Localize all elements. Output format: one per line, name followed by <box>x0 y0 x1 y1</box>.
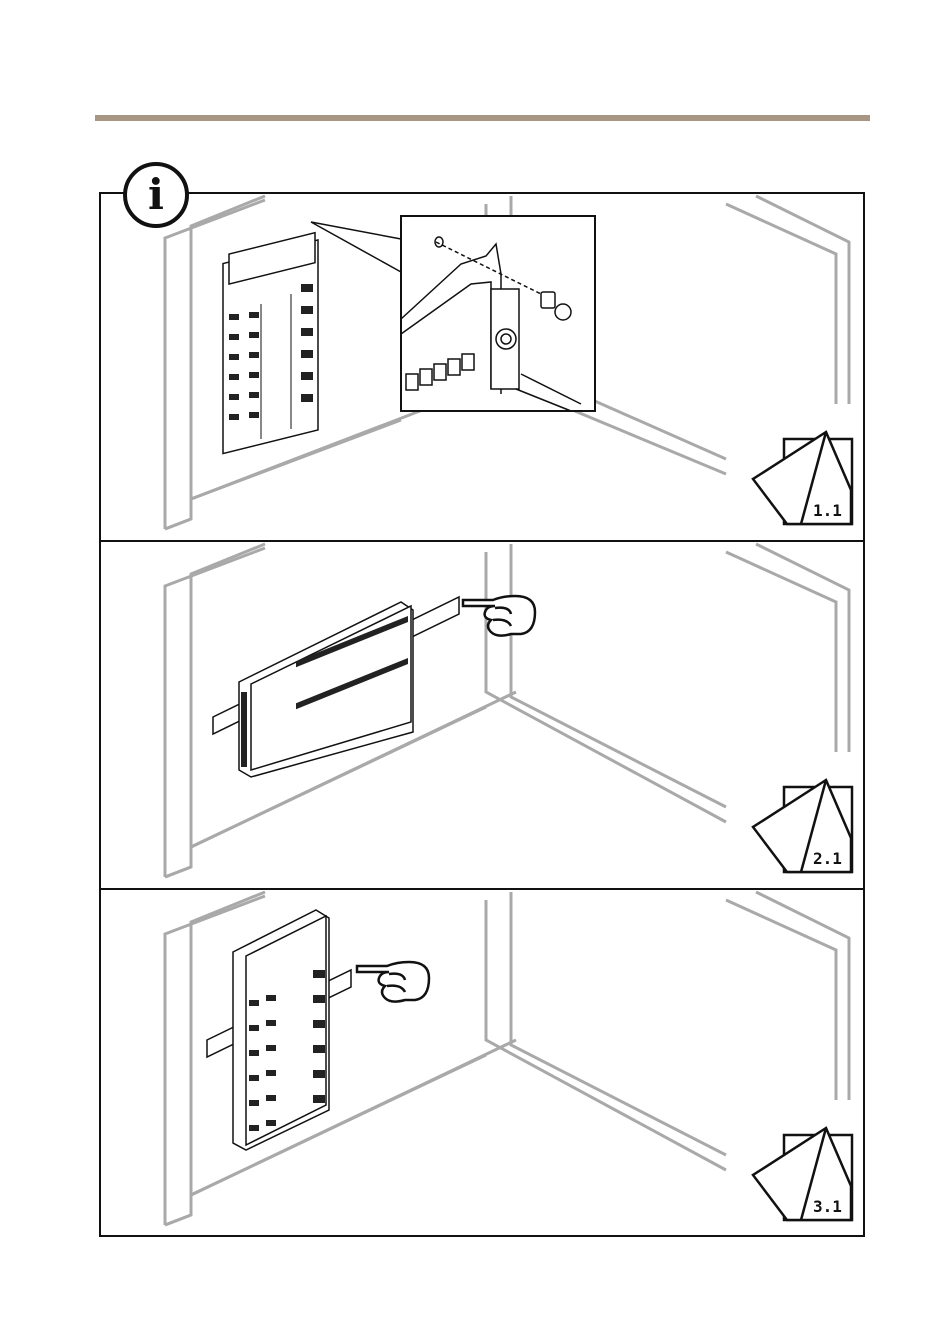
pointing-hand-icon <box>357 962 429 1002</box>
header-rule <box>95 115 870 121</box>
din-rail-vertical-illustration <box>101 890 865 1237</box>
step-label: 3.1 <box>813 1197 842 1216</box>
instruction-panel-3: 3.1 <box>99 888 865 1237</box>
step-label: 1.1 <box>813 501 842 520</box>
din-rail-horizontal-illustration <box>101 542 865 890</box>
instruction-panel-1: 1.1 <box>99 192 865 542</box>
pointing-hand-icon <box>463 596 535 636</box>
instruction-panel-2: 2.1 <box>99 540 865 890</box>
info-glyph: i <box>148 170 164 219</box>
info-icon: i <box>121 160 191 230</box>
step-label: 2.1 <box>813 849 842 868</box>
wall-mount-illustration <box>101 194 865 542</box>
